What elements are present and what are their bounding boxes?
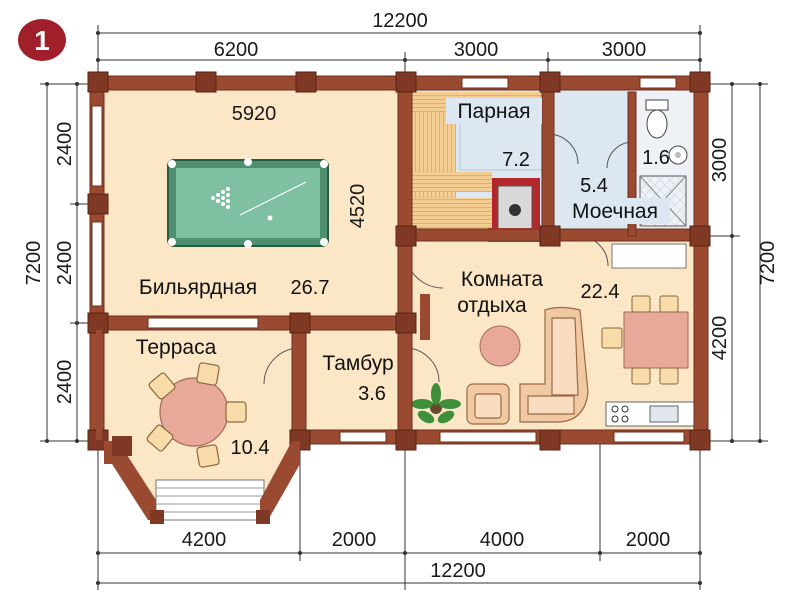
dim-inner-width: 5920 bbox=[232, 103, 277, 125]
rest-room-area: 22.4 bbox=[581, 281, 620, 303]
dim-left-mid: 2400 bbox=[54, 241, 76, 286]
window-left-2 bbox=[91, 221, 103, 307]
dim-top-total: 12200 bbox=[372, 10, 428, 32]
wash-room-area: 5.4 bbox=[580, 175, 608, 197]
billiard-balls bbox=[211, 187, 273, 221]
kitchen-counter bbox=[605, 401, 695, 427]
terrace-railing bbox=[96, 330, 300, 524]
terrace-chairs bbox=[146, 362, 247, 468]
corner-sofa bbox=[519, 306, 589, 423]
dim-bottom-2: 2000 bbox=[332, 529, 377, 551]
wall-steam-wash bbox=[541, 75, 555, 242]
dining-table bbox=[623, 311, 689, 369]
dim-left-total: 7200 bbox=[23, 241, 45, 286]
terrace-steps bbox=[155, 479, 265, 521]
dim-top-left: 6200 bbox=[214, 39, 259, 61]
dining-set bbox=[601, 295, 689, 385]
dim-bottom-total: 12200 bbox=[430, 560, 486, 582]
rest-room-fireplace bbox=[420, 294, 430, 340]
wash-room-name: Моечная bbox=[572, 200, 658, 223]
wash-label-bg bbox=[560, 198, 670, 224]
vestibule-area: 3.6 bbox=[358, 383, 386, 405]
dimension-ticks bbox=[45, 31, 762, 585]
steam-label-bg bbox=[446, 98, 542, 124]
vestibule-floor bbox=[300, 323, 405, 441]
rest-room-name-line2: отдыха bbox=[457, 294, 527, 317]
shelf-low bbox=[412, 172, 492, 192]
wc-area: 1.6 bbox=[642, 147, 670, 169]
dim-left-bottom: 2400 bbox=[54, 360, 76, 405]
dim-bottom-1: 4200 bbox=[182, 529, 227, 551]
armchair bbox=[466, 383, 510, 425]
stove-knob bbox=[509, 204, 521, 216]
terrace-dining-set bbox=[146, 362, 247, 468]
dim-bottom-3: 4000 bbox=[480, 529, 525, 551]
billiard-room-name: Бильярдная bbox=[139, 276, 257, 299]
shelf-bottom bbox=[412, 198, 492, 230]
windows bbox=[91, 77, 685, 443]
dim-right-top: 3000 bbox=[709, 138, 731, 183]
rest-room-name-line1: Комната bbox=[461, 268, 544, 291]
plan-number-badge: 1 bbox=[18, 19, 66, 61]
billiard-cue bbox=[239, 181, 307, 216]
wall-center-vertical bbox=[397, 75, 413, 445]
rest-room-furniture bbox=[411, 243, 695, 427]
plan-number: 1 bbox=[34, 25, 50, 56]
window-left-1 bbox=[91, 105, 103, 187]
toilet bbox=[645, 99, 669, 139]
billiard-room-area: 26.7 bbox=[291, 277, 330, 299]
wall-vestibule-left bbox=[291, 315, 307, 445]
dim-right-total: 7200 bbox=[757, 241, 779, 286]
sink bbox=[668, 145, 688, 165]
dim-top-mid: 3000 bbox=[454, 39, 499, 61]
window-terrace-1 bbox=[147, 317, 259, 329]
badge-circle bbox=[18, 19, 66, 61]
terrace-area: 10.4 bbox=[231, 437, 270, 459]
coffee-table bbox=[479, 325, 521, 367]
window-vestibule bbox=[339, 431, 387, 443]
terrace-name: Терраса bbox=[136, 336, 217, 359]
dim-left-top: 2400 bbox=[54, 122, 76, 167]
dim-right-bottom: 4200 bbox=[709, 316, 731, 361]
dining-chairs bbox=[601, 295, 679, 385]
dimension-labels: 12200 6200 3000 3000 5920 4520 7200 2400… bbox=[23, 10, 779, 582]
dim-top-right: 3000 bbox=[602, 39, 647, 61]
wall-wash-wc bbox=[627, 91, 637, 237]
billiard-table bbox=[167, 158, 329, 248]
rest-room-cabinet bbox=[611, 243, 687, 269]
window-rest-2 bbox=[613, 431, 685, 443]
plant bbox=[411, 383, 461, 424]
vestibule-name: Тамбур bbox=[322, 352, 393, 375]
dim-bottom-4: 2000 bbox=[626, 529, 671, 551]
wall-right bbox=[693, 75, 709, 449]
window-steam bbox=[461, 77, 509, 89]
steam-room-name: Парная bbox=[457, 100, 530, 123]
steam-room-area: 7.2 bbox=[502, 149, 530, 171]
window-rest-1 bbox=[439, 431, 537, 443]
window-wc bbox=[639, 77, 677, 89]
dim-inner-height: 4520 bbox=[347, 184, 369, 229]
room-labels: Парная 7.2 5.4 Моечная 1.6 Бильярдная 26… bbox=[136, 98, 670, 459]
